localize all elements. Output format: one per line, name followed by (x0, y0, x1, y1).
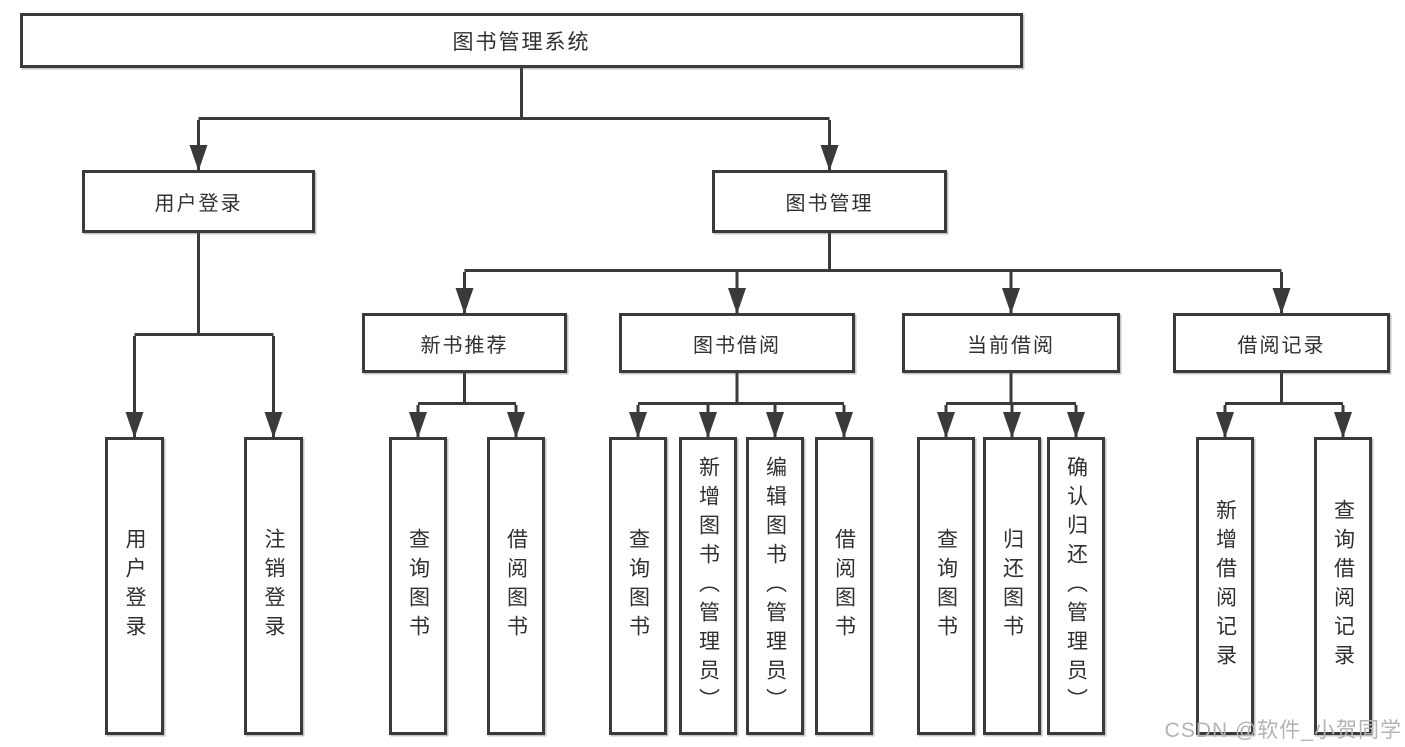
node-new-book-recommend-label: 新书推荐 (420, 334, 509, 357)
node-book-management: 图书管理 (712, 170, 947, 233)
connector-book-management-group (464, 233, 1282, 272)
connector-current-borrow-group (946, 373, 1076, 405)
leaf-br-add-record: 新增借阅记录 (1196, 437, 1254, 735)
node-current-borrow: 当前借阅 (902, 313, 1120, 373)
node-borrow-record-label: 借阅记录 (1237, 334, 1326, 357)
leaf-bb-borrow-book: 借阅图书 (815, 437, 873, 735)
connector-root-to-level2 (198, 68, 830, 120)
node-user-login: 用户登录 (82, 170, 315, 233)
node-user-login-label: 用户登录 (154, 193, 243, 215)
node-root-label: 图书管理系统 (452, 30, 591, 54)
leaf-bb-query-book-label: 查询图书 (626, 528, 650, 644)
leaf-cb-return-book: 归还图书 (983, 437, 1041, 735)
csdn-watermark: CSDN @软件_小贺同学 (1164, 719, 1402, 742)
node-root: 图书管理系统 (20, 13, 1023, 68)
leaf-nb-borrow-book-label: 借阅图书 (504, 528, 528, 644)
connector-new-book-group (418, 373, 516, 405)
leaf-logout: 注销登录 (244, 437, 303, 735)
node-borrow-record: 借阅记录 (1173, 313, 1390, 373)
leaf-br-add-record-label: 新增借阅记录 (1213, 499, 1237, 673)
leaf-nb-query-book: 查询图书 (389, 437, 447, 735)
leaf-bb-add-book: 新增图书（管理员） (679, 437, 737, 735)
leaf-bb-borrow-book-label: 借阅图书 (832, 528, 856, 644)
connector-book-borrow-group (638, 373, 844, 405)
leaf-cb-query-book-label: 查询图书 (934, 528, 958, 644)
leaf-cb-confirm-return-label: 确认归还（管理员） (1064, 455, 1088, 717)
leaf-cb-query-book: 查询图书 (917, 437, 975, 735)
connector-user-login-group (134, 233, 274, 336)
leaf-user-login: 用户登录 (105, 437, 164, 735)
leaf-cb-return-book-label: 归还图书 (1000, 528, 1024, 644)
node-new-book-recommend: 新书推荐 (362, 313, 567, 373)
leaf-nb-borrow-book: 借阅图书 (487, 437, 545, 735)
leaf-bb-edit-book-label: 编辑图书（管理员） (763, 455, 787, 717)
node-current-borrow-label: 当前借阅 (967, 334, 1055, 357)
leaf-logout-label: 注销登录 (262, 528, 285, 644)
leaf-bb-add-book-label: 新增图书（管理员） (696, 455, 720, 717)
node-book-management-label: 图书管理 (785, 193, 874, 215)
node-book-borrow: 图书借阅 (619, 313, 855, 373)
leaf-bb-edit-book: 编辑图书（管理员） (746, 437, 804, 735)
connector-borrow-record-group (1225, 373, 1343, 405)
leaf-br-query-record-label: 查询借阅记录 (1331, 499, 1355, 673)
node-book-borrow-label: 图书借阅 (693, 334, 781, 357)
leaf-bb-query-book: 查询图书 (609, 437, 667, 735)
leaf-cb-confirm-return: 确认归还（管理员） (1047, 437, 1105, 735)
leaf-nb-query-book-label: 查询图书 (406, 528, 430, 644)
leaf-user-login-label: 用户登录 (123, 528, 146, 644)
leaf-br-query-record: 查询借阅记录 (1314, 437, 1372, 735)
